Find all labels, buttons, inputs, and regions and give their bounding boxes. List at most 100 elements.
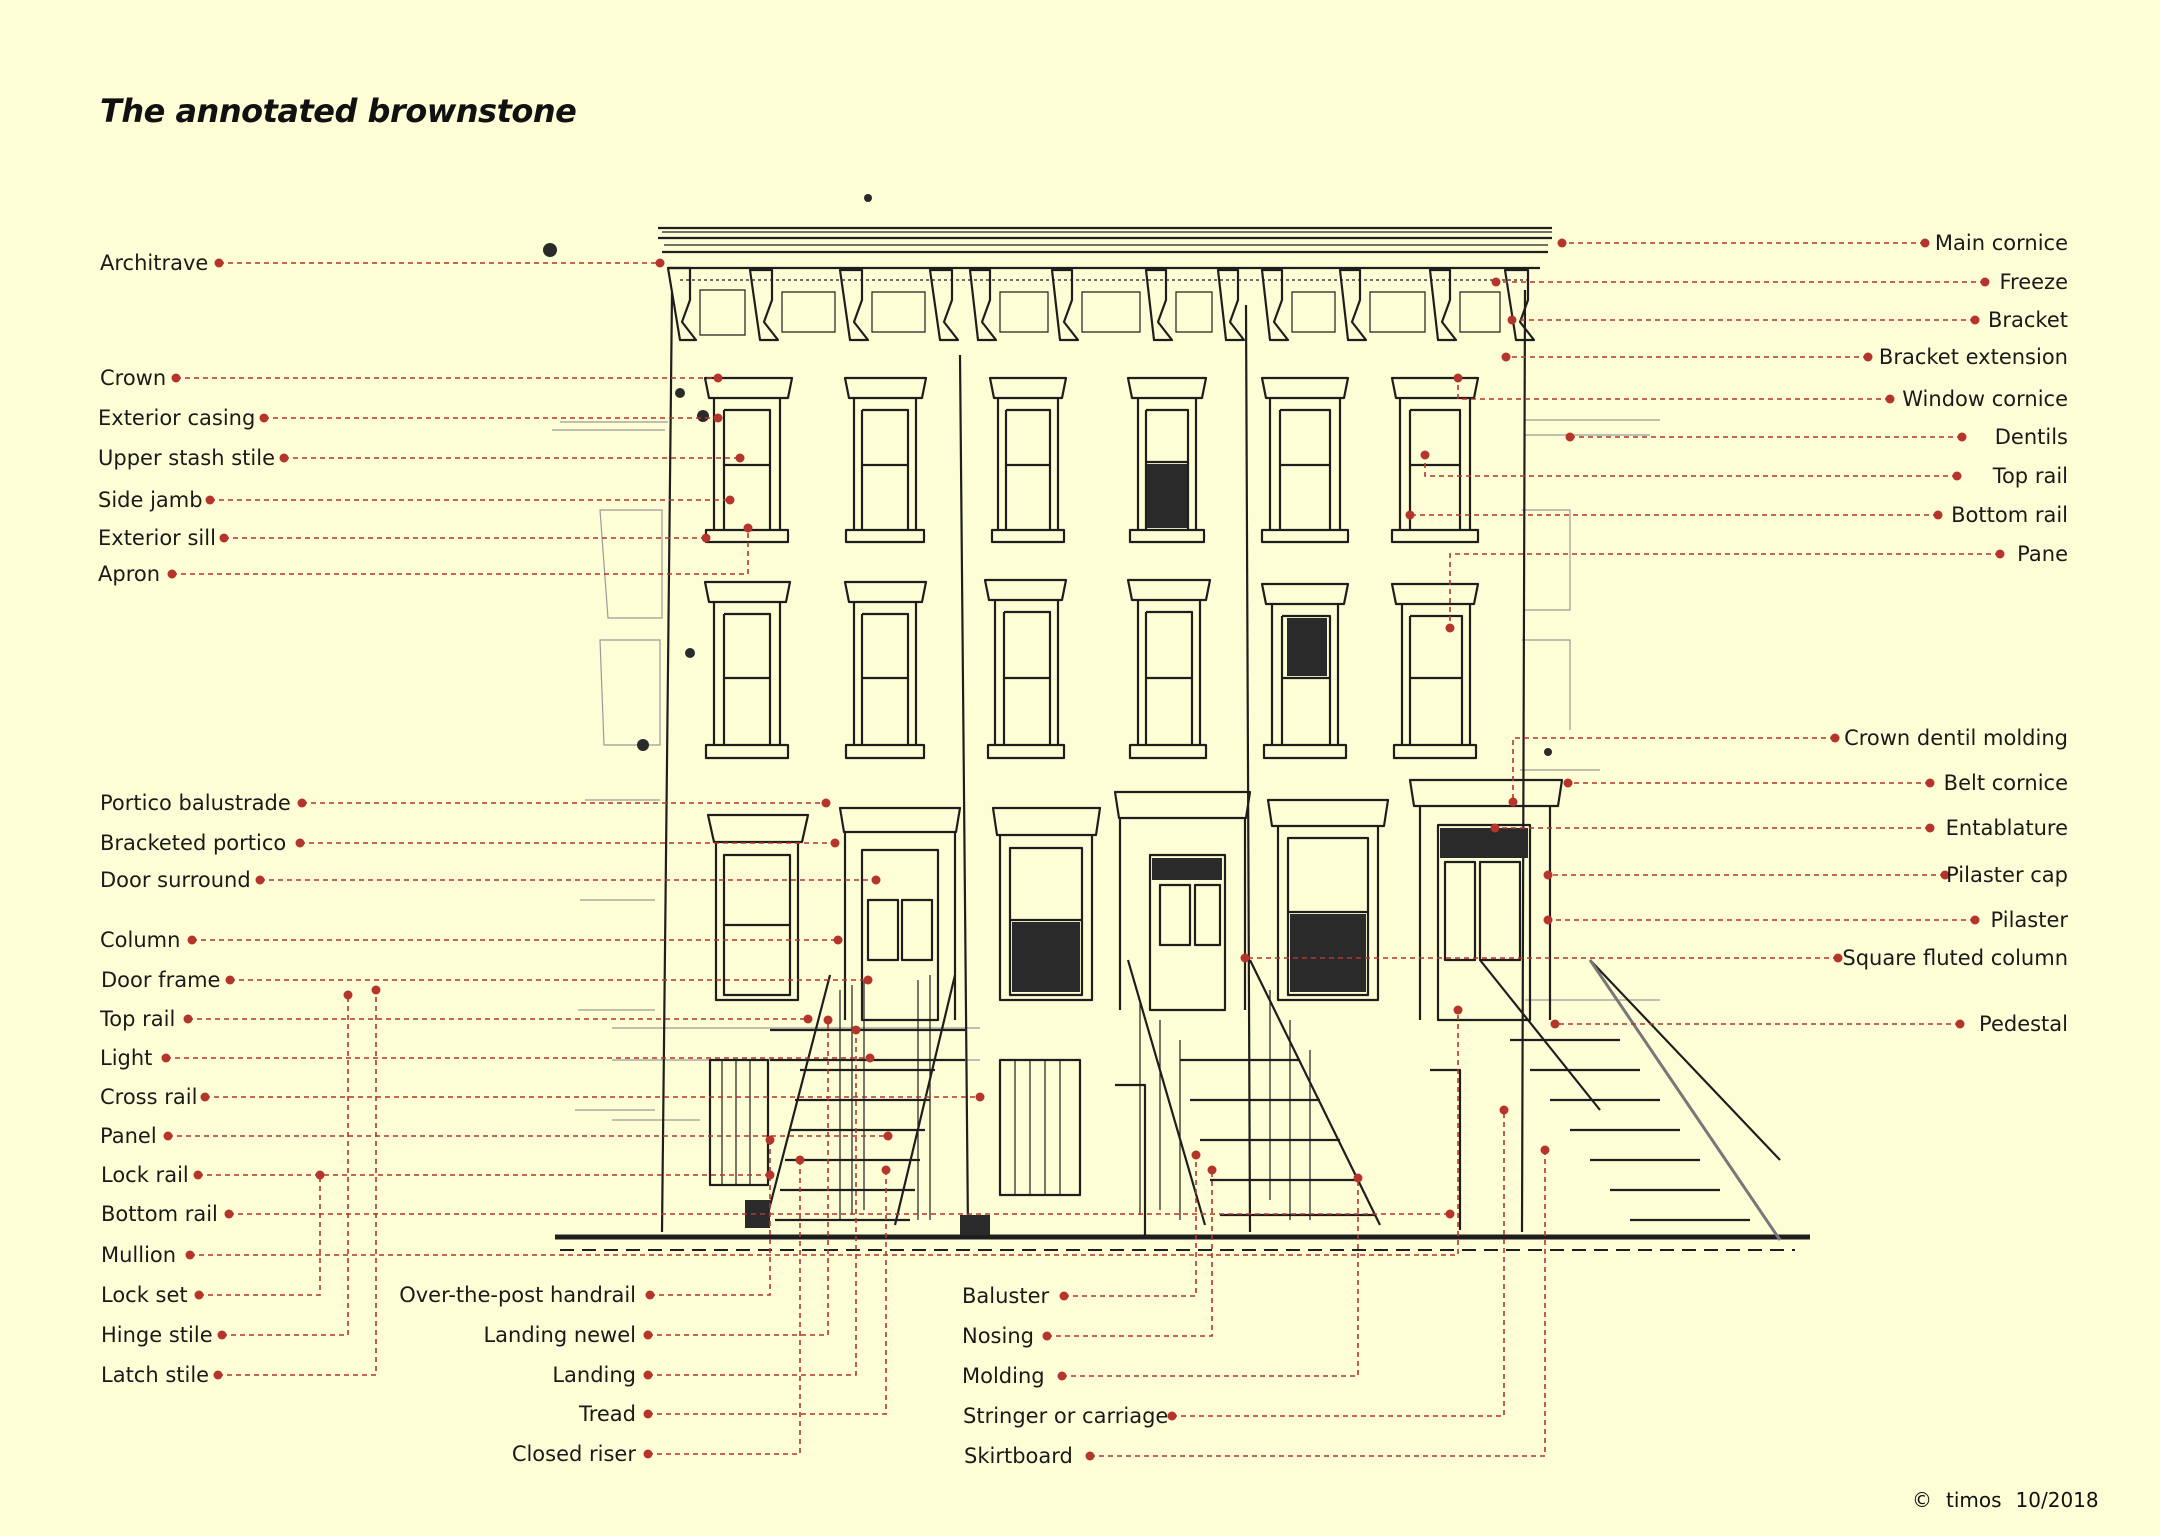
- bottom-left-over-the-post-handrail-target-dot: [765, 1135, 775, 1145]
- left-portico-balustrade-dot: [297, 798, 307, 808]
- left-crown-dot: [171, 373, 181, 383]
- bottom-left-landing-newel-dot: [643, 1330, 653, 1340]
- left-architrave-dot: [214, 258, 224, 268]
- left-portico-balustrade-target-dot: [821, 798, 831, 808]
- left-crown-target-dot: [713, 373, 723, 383]
- bottom-left-landing-dot: [643, 1370, 653, 1380]
- left-cross-rail-dot: [200, 1092, 210, 1102]
- right-pedestal-dot: [1955, 1019, 1965, 1029]
- right-crown-dentil-molding-target-dot: [1508, 797, 1518, 807]
- bottom-right-molding-dot: [1057, 1371, 1067, 1381]
- left-door-surround-target-dot: [871, 875, 881, 885]
- right-belt-cornice-dot: [1925, 778, 1935, 788]
- left-lock-set-target-dot: [315, 1170, 325, 1180]
- bottom-right-skirtboard-label: Skirtboard: [964, 1444, 1073, 1468]
- bottom-right-skirtboard-leader: [1090, 1150, 1546, 1457]
- left-exterior-sill-target-dot: [701, 533, 711, 543]
- right-crown-dentil-molding-dot: [1830, 733, 1840, 743]
- right-entablature-target-dot: [1490, 823, 1500, 833]
- bottom-left-closed-riser-label: Closed riser: [512, 1442, 637, 1466]
- left-portico-balustrade-label: Portico balustrade: [100, 791, 291, 815]
- right-pane-leader: [1449, 553, 2000, 628]
- bottom-right-baluster-leader: [1064, 1155, 1197, 1297]
- right-window-cornice-leader: [1457, 378, 1890, 400]
- bottom-left-landing-target-dot: [851, 1025, 861, 1035]
- bottom-left-landing-newel-target-dot: [823, 1015, 833, 1025]
- right-bracket-label: Bracket: [1988, 308, 2068, 332]
- bottom-left-tread-leader: [648, 1170, 887, 1415]
- left-light-dot: [161, 1053, 171, 1063]
- right-top-rail-dot: [1952, 471, 1962, 481]
- upper-windows: [703, 376, 1480, 760]
- left-apron-label: Apron: [98, 562, 160, 586]
- left-column-label: Column: [100, 928, 180, 952]
- left-bottom-rail-label: Bottom rail: [101, 1202, 218, 1226]
- left-light-target-dot: [865, 1053, 875, 1063]
- left-mullion-target-dot: [1453, 1005, 1463, 1015]
- left-lock-rail-dot: [193, 1170, 203, 1180]
- bottom-left-closed-riser-dot: [643, 1449, 653, 1459]
- left-mullion-dot: [185, 1250, 195, 1260]
- right-dentils-target-dot: [1565, 432, 1575, 442]
- bottom-left-landing-newel-leader: [648, 1020, 829, 1336]
- right-bracket-target-dot: [1507, 315, 1517, 325]
- left-architrave-label: Architrave: [100, 251, 208, 275]
- left-apron-dot: [167, 569, 177, 579]
- right-dentils-dot: [1957, 432, 1967, 442]
- right-pedestal-label: Pedestal: [1979, 1012, 2068, 1036]
- left-architrave-target-dot: [655, 258, 665, 268]
- left-panel-target-dot: [883, 1131, 893, 1141]
- left-door-frame-target-dot: [863, 975, 873, 985]
- left-side-jamb-target-dot: [725, 495, 735, 505]
- bottom-right-skirtboard-dot: [1085, 1451, 1095, 1461]
- bottom-right-nosing-label: Nosing: [962, 1324, 1034, 1348]
- left-cross-rail-target-dot: [975, 1092, 985, 1102]
- right-window-cornice-label: Window cornice: [1902, 387, 2068, 411]
- right-square-fluted-column-dot: [1833, 953, 1843, 963]
- right-pane-label: Pane: [2017, 542, 2068, 566]
- right-dentils-label: Dentils: [1995, 425, 2068, 449]
- right-main-cornice-target-dot: [1557, 238, 1567, 248]
- bottom-left-closed-riser-leader: [648, 1160, 801, 1455]
- bottom-right-stringer-or-carriage-leader: [1172, 1110, 1505, 1417]
- bottom-right-baluster-target-dot: [1191, 1150, 1201, 1160]
- parlour-floor: [706, 778, 1564, 1022]
- right-bracket-extension-label: Bracket extension: [1879, 345, 2068, 369]
- right-bracket-extension-target-dot: [1501, 352, 1511, 362]
- right-pane-dot: [1995, 549, 2005, 559]
- left-upper-stash-stile-target-dot: [735, 453, 745, 463]
- bottom-left-over-the-post-handrail-leader: [650, 1140, 771, 1296]
- right-entablature-label: Entablature: [1946, 816, 2068, 840]
- right-top-rail-target-dot: [1420, 450, 1430, 460]
- left-bracketed-portico-label: Bracketed portico: [100, 831, 286, 855]
- left-lock-set-label: Lock set: [101, 1283, 188, 1307]
- bottom-right-baluster-dot: [1059, 1291, 1069, 1301]
- right-pilaster-cap-label: Pilaster cap: [1946, 863, 2068, 887]
- bottom-left-landing-newel-label: Landing newel: [483, 1323, 636, 1347]
- right-top-rail-label: Top rail: [1992, 464, 2068, 488]
- right-freeze-label: Freeze: [1999, 270, 2068, 294]
- right-pedestal-target-dot: [1550, 1019, 1560, 1029]
- right-bracket-dot: [1970, 315, 1980, 325]
- bottom-left-closed-riser-target-dot: [795, 1155, 805, 1165]
- bottom-right-molding-target-dot: [1353, 1173, 1363, 1183]
- bottom-left-landing-label: Landing: [552, 1363, 636, 1387]
- right-pilaster-cap-dot: [1940, 870, 1950, 880]
- left-door-surround-dot: [255, 875, 265, 885]
- facade: [658, 226, 1552, 1233]
- left-upper-stash-stile-dot: [279, 453, 289, 463]
- right-belt-cornice-target-dot: [1563, 778, 1573, 788]
- left-lock-rail-label: Lock rail: [101, 1163, 189, 1187]
- right-pilaster-dot: [1970, 915, 1980, 925]
- bottom-right-baluster-label: Baluster: [962, 1284, 1050, 1308]
- right-bottom-rail-label: Bottom rail: [1951, 503, 2068, 527]
- left-hinge-stile-leader: [222, 995, 349, 1336]
- left-door-frame-dot: [225, 975, 235, 985]
- ink-spots: [543, 194, 1552, 756]
- right-entablature-dot: [1925, 823, 1935, 833]
- left-crown-label: Crown: [100, 366, 166, 390]
- left-apron-target-dot: [743, 523, 753, 533]
- left-mullion-leader: [190, 1010, 1459, 1256]
